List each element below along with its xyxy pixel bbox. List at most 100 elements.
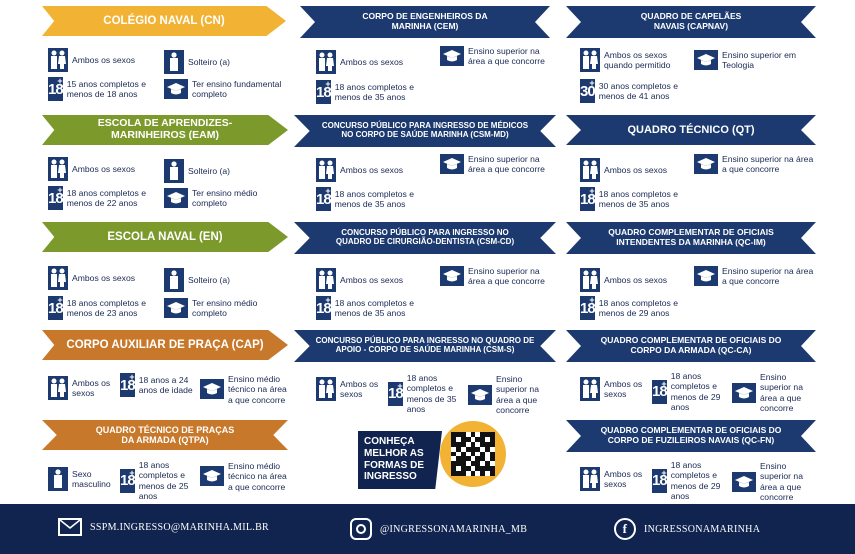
csmcd-edu-text: Ensino superior na área a que concorre	[468, 266, 545, 287]
qcim-sex: Ambos os sexos	[580, 268, 692, 292]
age-18-icon: 18+	[48, 185, 64, 210]
qcca-banner: QUADRO COMPLEMENTAR DE OFICIAIS DO CORPO…	[566, 330, 816, 362]
csmmd-sex-text: Ambos os sexos	[340, 164, 404, 175]
csmcd-age-text: 18 anos completos e menos de 35 anos	[334, 297, 414, 318]
capnav-title: QUADRO DE CAPELÃES NAVAIS (CAPNAV)	[640, 11, 742, 31]
capnav-sex: Ambos os sexos quando permitido	[580, 48, 692, 72]
qcim-edu: Ensino superior na área a que concorre	[694, 266, 814, 287]
graduation-cap-icon	[164, 298, 188, 319]
cn-banner: COLÉGIO NAVAL (CN)	[42, 6, 286, 36]
graduation-cap-icon	[200, 379, 224, 400]
couple-icon	[316, 377, 336, 401]
qr-callout-text: CONHEÇA MELHOR AS FORMAS DE INGRESSO	[364, 436, 424, 483]
couple-icon	[316, 50, 336, 74]
age-18-icon: 18+	[316, 79, 332, 104]
csmmd-age: 18+ 18 anos completos e menos de 35 anos	[316, 186, 436, 211]
csms-banner: CONCURSO PÚBLICO PARA INGRESSO NO QUADRO…	[294, 330, 556, 362]
age-30-icon: 30+	[580, 78, 596, 103]
person-icon	[164, 268, 184, 292]
eam-banner: ESCOLA DE APRENDIZES-MARINHEIROS (EAM)	[42, 115, 288, 145]
footer-email-text: SSPM.INGRESSO@MARINHA.MIL.BR	[90, 521, 270, 533]
qcca-sex-text: Ambos os sexos	[604, 378, 643, 399]
capnav-age-text: 30 anos completos e menos de 41 anos	[598, 80, 678, 101]
csmcd-sex: Ambos os sexos	[316, 268, 436, 292]
person-icon	[164, 50, 184, 74]
couple-icon	[580, 158, 600, 182]
couple-icon	[316, 268, 336, 292]
cem-edu-text: Ensino superior na área a que concorre	[468, 46, 545, 67]
cem-age-text: 18 anos completos e menos de 35 anos	[334, 81, 414, 102]
qcfn-sex: Ambos os sexos	[580, 467, 650, 491]
capnav-age: 30+ 30 anos completos e menos de 41 anos	[580, 78, 700, 103]
qcim-edu-text: Ensino superior na área a que concorre	[722, 266, 814, 287]
cem-title: CORPO DE ENGENHEIROS DA MARINHA (CEM)	[362, 11, 488, 31]
csmmd-edu-text: Ensino superior na área a que concorre	[468, 154, 545, 175]
cn-sex: Ambos os sexos	[48, 48, 158, 72]
qcfn-banner: QUADRO COMPLEMENTAR DE OFICIAIS DO CORPO…	[566, 420, 816, 452]
qtpa-age: 18+ 18 anos completos e menos de 25 anos	[120, 460, 196, 501]
csms-edu-text: Ensino superior na área a que concorre	[496, 374, 539, 415]
footer: SSPM.INGRESSO@MARINHA.MIL.BR @INGRESSONA…	[0, 504, 855, 554]
cem-sex-text: Ambos os sexos	[340, 56, 404, 67]
couple-icon	[48, 376, 68, 400]
qcca-title: QUADRO COMPLEMENTAR DE OFICIAIS DO CORPO…	[600, 335, 782, 355]
csmmd-sex: Ambos os sexos	[316, 158, 436, 182]
qt-edu-text: Ensino superior na área a que concorre	[722, 154, 814, 175]
footer-instagram-text: @INGRESSONAMARINHA_MB	[380, 523, 528, 535]
en-civil-text: Solteiro (a)	[188, 274, 231, 285]
qcca-edu-text: Ensino superior na área a que concorre	[760, 372, 803, 413]
cap-edu: Ensino médio técnico na área a que conco…	[200, 374, 290, 405]
age-18-icon: 18+	[580, 186, 596, 211]
en-title: ESCOLA NAVAL (EN)	[107, 230, 223, 243]
footer-facebook[interactable]: f INGRESSONAMARINHA	[614, 518, 760, 540]
eam-civil: Solteiro (a)	[164, 159, 284, 183]
eam-age-text: 18 anos completos e menos de 22 anos	[66, 187, 146, 208]
cap-age-text: 18 anos a 24 anos de idade	[138, 374, 193, 395]
qtpa-edu: Ensino médio técnico na área a que conco…	[200, 461, 290, 492]
graduation-cap-icon	[732, 471, 756, 492]
qt-sex-text: Ambos os sexos	[604, 164, 668, 175]
graduation-cap-icon	[440, 46, 464, 67]
footer-instagram[interactable]: @INGRESSONAMARINHA_MB	[350, 518, 527, 540]
csmmd-edu: Ensino superior na área a que concorre	[440, 154, 550, 175]
cn-age: 18+ 15 anos completos e menos de 18 anos	[48, 76, 160, 101]
cap-banner: CORPO AUXILIAR DE PRAÇA (CAP)	[42, 330, 288, 360]
age-18-icon: 18+	[48, 76, 64, 101]
cn-edu-text: Ter ensino fundamental completo	[192, 79, 282, 100]
cn-edu: Ter ensino fundamental completo	[164, 79, 288, 100]
qcca-age-text: 18 anos completos e menos de 29 anos	[670, 371, 721, 412]
qr-code[interactable]	[440, 421, 506, 487]
graduation-cap-icon	[164, 79, 188, 100]
couple-icon	[580, 467, 600, 491]
qcim-age-text: 18 anos completos e menos de 29 anos	[598, 297, 678, 318]
qtpa-age-text: 18 anos completos e menos de 25 anos	[138, 460, 189, 501]
age-18-icon: 18+	[48, 295, 64, 320]
qcfn-title: QUADRO COMPLEMENTAR DE OFICIAIS DO CORPO…	[600, 425, 782, 445]
csmcd-banner: CONCURSO PÚBLICO PARA INGRESSO NO QUADRO…	[294, 222, 556, 254]
age-18-icon: 18+	[120, 468, 136, 493]
qcca-age: 18+ 18 anos completos e menos de 29 anos	[652, 371, 730, 412]
qt-sex: Ambos os sexos	[580, 158, 692, 182]
age-18-icon: 18+	[652, 468, 668, 493]
cap-title: CORPO AUXILIAR DE PRAÇA (CAP)	[66, 338, 264, 351]
age-18-icon: 18+	[580, 295, 596, 320]
qtpa-sex-text: Sexo masculino	[72, 468, 111, 489]
eam-edu: Ter ensino médio completo	[164, 188, 284, 209]
graduation-cap-icon	[694, 50, 718, 71]
cap-sex: Ambos os sexos	[48, 376, 120, 400]
qcim-sex-text: Ambos os sexos	[604, 274, 668, 285]
footer-facebook-text: INGRESSONAMARINHA	[644, 523, 761, 535]
qcfn-edu: Ensino superior na área a que concorre	[732, 461, 816, 502]
footer-email[interactable]: SSPM.INGRESSO@MARINHA.MIL.BR	[58, 518, 269, 536]
csmmd-title: CONCURSO PÚBLICO PARA INGRESSO DE MÉDICO…	[321, 121, 529, 139]
capnav-edu: Ensino superior em Teologia	[694, 50, 814, 71]
cap-sex-text: Ambos os sexos	[72, 377, 111, 398]
qr-code-icon	[451, 432, 495, 476]
qr-callout[interactable]: CONHEÇA MELHOR AS FORMAS DE INGRESSO	[358, 431, 442, 489]
cem-banner: CORPO DE ENGENHEIROS DA MARINHA (CEM)	[300, 6, 550, 38]
couple-icon	[48, 157, 68, 181]
en-civil: Solteiro (a)	[164, 268, 284, 292]
qcfn-edu-text: Ensino superior na área a que concorre	[760, 461, 803, 502]
cap-age: 18+ 18 anos a 24 anos de idade	[120, 372, 196, 397]
csmcd-age: 18+ 18 anos completos e menos de 35 anos	[316, 295, 436, 320]
